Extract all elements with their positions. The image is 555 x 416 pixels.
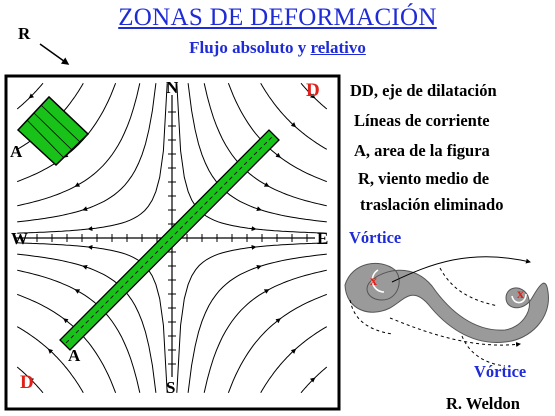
streamline-arrow bbox=[47, 348, 54, 354]
streamline-arrow bbox=[275, 152, 281, 158]
legend-line-5: traslación eliminado bbox=[360, 195, 504, 214]
streamline-arrow bbox=[256, 206, 262, 212]
vortex-illustration bbox=[344, 256, 549, 367]
streamline-arrow bbox=[263, 289, 270, 294]
dilatation-figure bbox=[59, 129, 280, 351]
dilatation-label-bottom: D bbox=[20, 372, 34, 393]
streamline-arrow bbox=[28, 93, 35, 99]
streamline-arrow bbox=[275, 318, 281, 324]
square-hatching bbox=[26, 104, 81, 159]
diagram-subtitle: Flujo absoluto y relativo bbox=[0, 38, 555, 58]
dilatation-label-top: D bbox=[306, 80, 320, 101]
diagram-title: ZONAS DE DEFORMACIÓN bbox=[118, 4, 437, 31]
south-label: S bbox=[166, 378, 176, 397]
legend-line-4: R, viento medio de bbox=[358, 169, 490, 188]
vortex-label-upper: Vórtice bbox=[349, 228, 402, 247]
west-label: W bbox=[11, 229, 28, 248]
vortex-label-lower: Vórtice bbox=[474, 362, 527, 381]
author-credit: R. Weldon bbox=[446, 394, 520, 413]
streamline-arrow bbox=[309, 377, 316, 383]
east-label: E bbox=[317, 229, 329, 248]
vortex-center-left: x bbox=[370, 274, 377, 289]
streamline-arrow bbox=[28, 377, 35, 383]
vortex-center-right: x bbox=[517, 287, 524, 302]
streamline-arrow bbox=[82, 264, 88, 270]
axis-ticks bbox=[36, 111, 308, 365]
north-label: N bbox=[166, 78, 179, 97]
wind-label: R bbox=[18, 24, 31, 43]
streamline-arrow bbox=[63, 318, 69, 324]
area-label-bottom: A bbox=[68, 346, 81, 365]
streamline-arrow bbox=[290, 348, 297, 354]
legend-line-1: DD, eje de dilatación bbox=[350, 81, 497, 100]
streamline-arrow bbox=[256, 264, 262, 270]
streamline-arrow bbox=[74, 289, 81, 294]
streamlines bbox=[16, 82, 328, 394]
streamline-arrow bbox=[263, 182, 270, 187]
streamline-arrow bbox=[290, 122, 297, 128]
subtitle-relative: relativo bbox=[310, 38, 366, 57]
streamline-arrow bbox=[309, 93, 316, 99]
legend-line-2: Líneas de corriente bbox=[354, 111, 490, 130]
wind-arrow bbox=[39, 43, 70, 65]
legend-line-3: A, area de la figura bbox=[354, 141, 490, 160]
area-label-top: A bbox=[10, 142, 23, 161]
streamline-arrow bbox=[82, 206, 88, 212]
streamline-arrow bbox=[74, 182, 81, 187]
subtitle-prefix: Flujo absoluto y bbox=[189, 38, 311, 57]
